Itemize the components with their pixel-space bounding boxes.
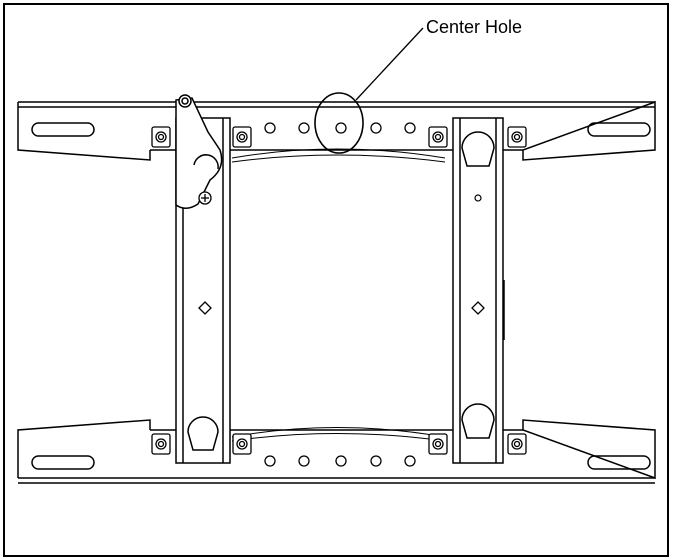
callout-label: Center Hole — [426, 17, 522, 37]
screw-icon — [198, 191, 212, 205]
rail-slots — [31, 122, 651, 470]
top-hole-row — [264, 122, 416, 134]
small-hole-icon — [474, 194, 482, 202]
center-hole-callout-circle — [314, 92, 364, 154]
keyhole-right-top — [461, 131, 495, 167]
callout-leader-line — [355, 27, 424, 101]
spring-latch-icon — [175, 94, 223, 209]
hex-nut-icons — [151, 126, 527, 455]
slot-top-left — [31, 122, 95, 137]
bottom-hole-row — [264, 455, 416, 467]
figure-frame — [3, 3, 669, 557]
diamond-icon — [471, 301, 485, 315]
keyhole-left — [187, 416, 219, 451]
slot-top-right — [587, 122, 651, 137]
keyhole-right-bottom — [461, 403, 495, 439]
right-upright — [452, 117, 504, 464]
slot-bottom-left — [31, 455, 95, 470]
diamond-icon — [198, 301, 212, 315]
slot-bottom-right — [587, 455, 651, 470]
